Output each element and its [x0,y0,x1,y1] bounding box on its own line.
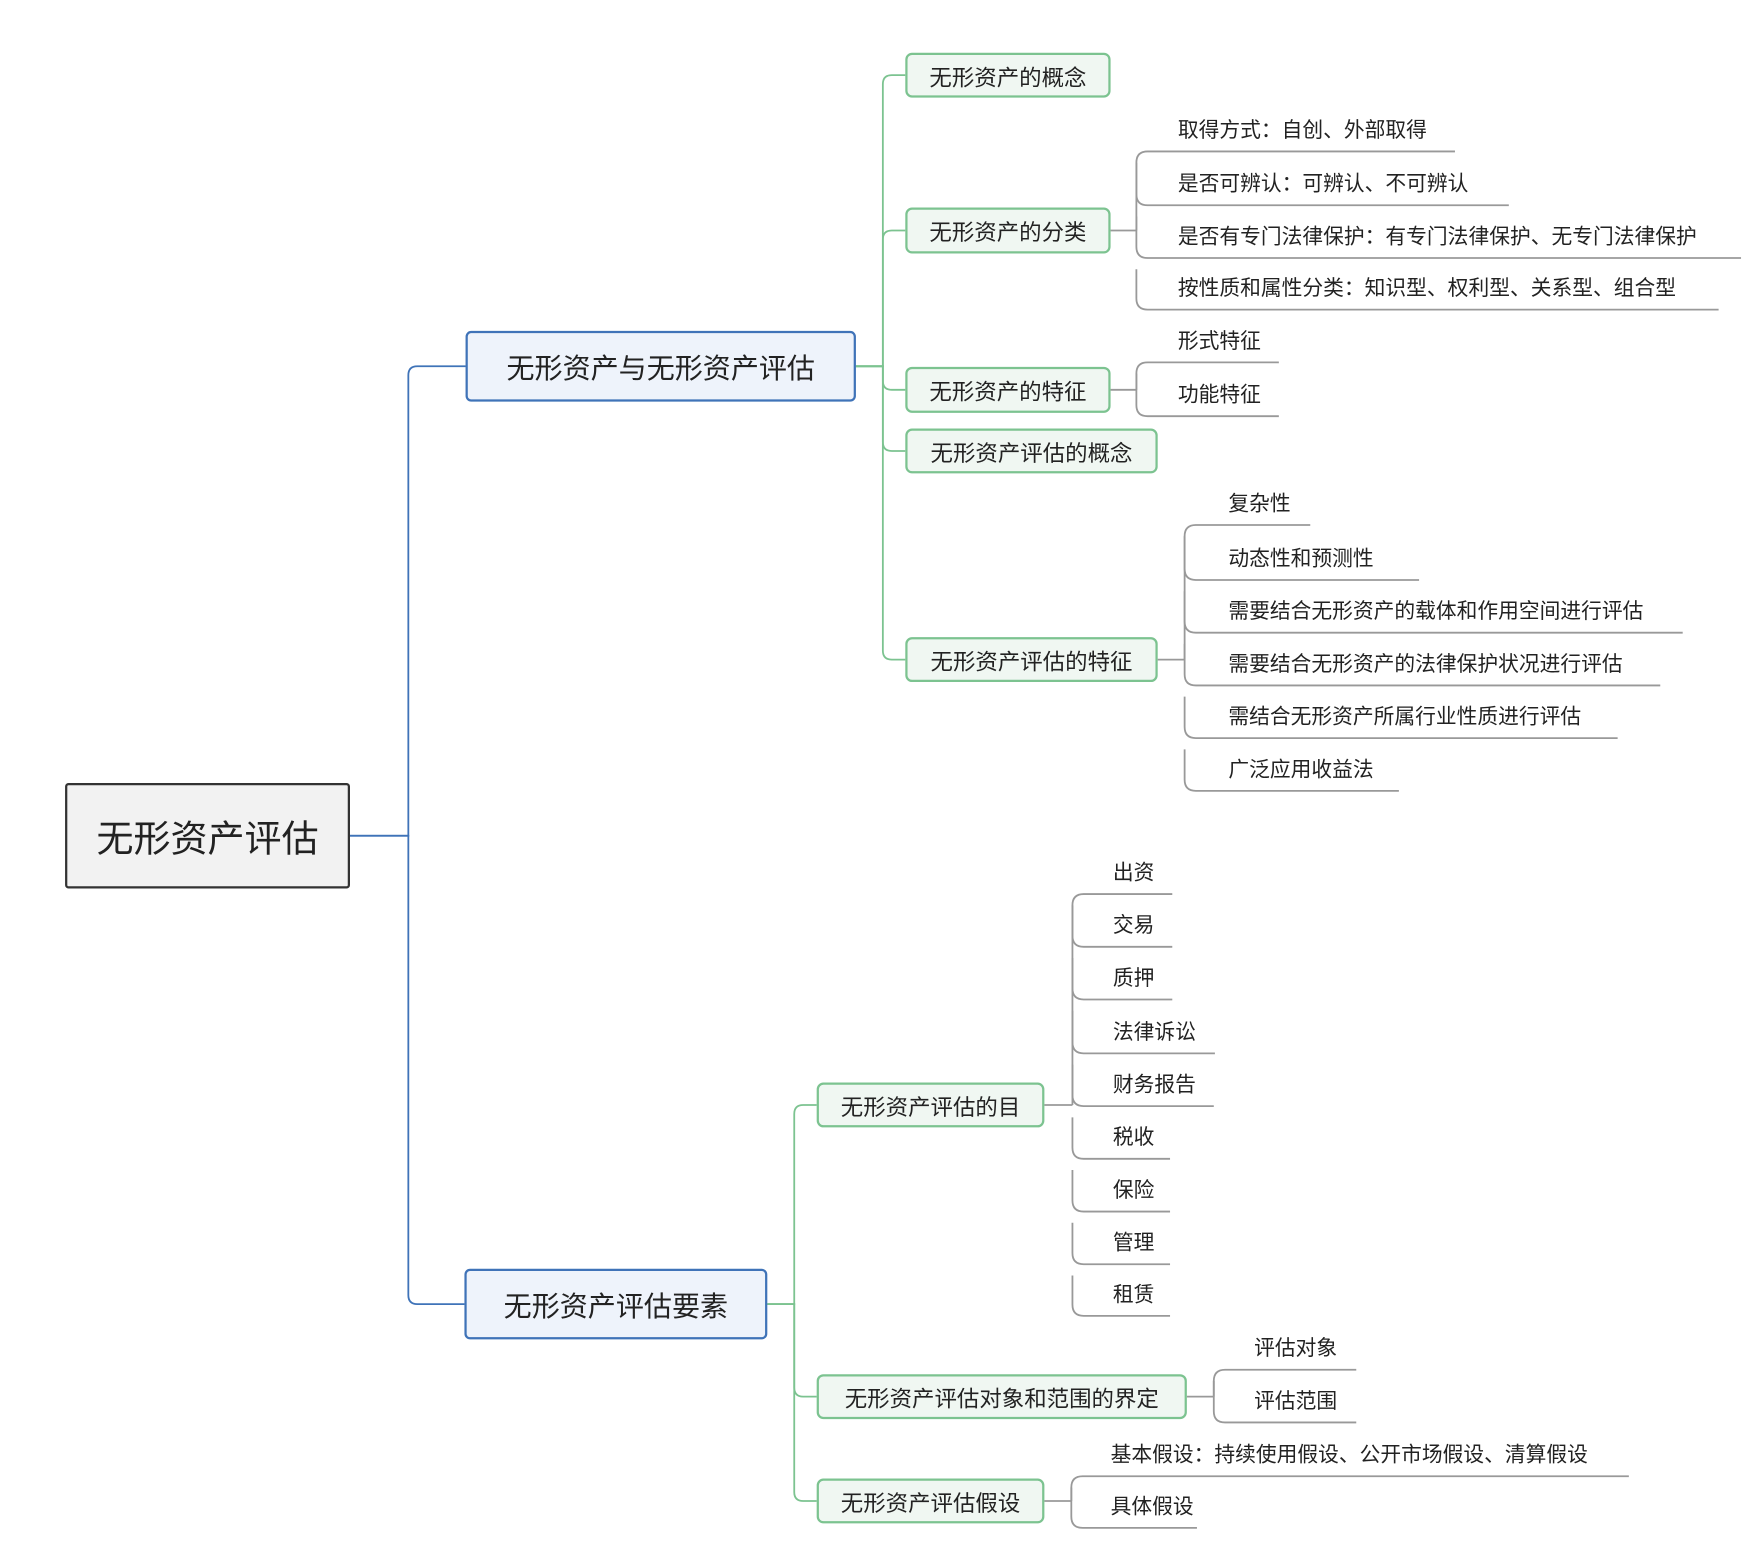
leaf-underline [1212,1380,1357,1424]
topic-connector [855,74,906,368]
topic-connector [855,229,906,368]
topic-connector [767,1303,817,1502]
leaf-underline [1071,1064,1214,1107]
leaf-underline [1183,524,1311,660]
leaf-topic[interactable]: 评估范围 [1254,1389,1338,1414]
topic-connector [855,365,906,391]
leaf-topic[interactable]: 是否可辨认：可辨认、不可辨认 [1177,172,1469,197]
leaf-underline [1183,749,1399,792]
leaf-topic[interactable]: 广泛应用收益法 [1228,758,1374,782]
leaf-underline [1183,536,1420,581]
branch-connector [350,365,466,837]
leaf-underline [1183,591,1683,634]
subtopic[interactable]: 无形资产评估的目 [816,1082,1045,1128]
leaf-topic[interactable]: 质押 [1112,966,1155,991]
leaf-topic[interactable]: 租赁 [1112,1283,1155,1307]
leaf-topic[interactable]: 出资 [1112,861,1155,886]
topic-connector [767,1104,817,1305]
topic-connector [855,365,906,661]
subtopic[interactable]: 无形资产评估假设 [816,1478,1045,1524]
leaf-topic[interactable]: 形式特征 [1177,329,1261,354]
leaf-topic[interactable]: 需结合无形资产所属行业性质进行评估 [1228,705,1582,730]
leaf-underline [1135,162,1509,207]
leaf-underline [1071,1010,1215,1055]
leaf-topic[interactable]: 保险 [1112,1179,1155,1203]
leaf-underline [1070,1475,1629,1501]
topic-connector [855,365,906,452]
leaf-underline [1070,1487,1197,1529]
subtopic[interactable]: 无形资产评估的特征 [905,637,1158,683]
leaf-underline [1071,1275,1171,1317]
leaf-underline [1071,1170,1171,1213]
leaf-underline [1071,893,1173,1105]
leaf-underline [1071,1117,1171,1160]
leaf-underline [1135,269,1719,311]
leaf-topic[interactable]: 功能特征 [1177,383,1261,408]
leaf-underline [1071,905,1173,948]
topic-connector [767,1303,817,1398]
branch-topic[interactable]: 无形资产与无形资产评估 [465,330,856,402]
leaf-topic[interactable]: 评估对象 [1254,1337,1338,1361]
leaf-topic[interactable]: 动态性和预测性 [1228,547,1374,571]
root-topic[interactable]: 无形资产评估 [65,783,351,889]
leaf-underline [1135,373,1279,418]
leaf-underline [1212,1368,1357,1397]
leaf-topic[interactable]: 税收 [1112,1126,1155,1150]
leaf-topic[interactable]: 管理 [1112,1231,1155,1256]
subtopic[interactable]: 无形资产评估的概念 [905,428,1158,474]
leaf-topic[interactable]: 需要结合无形资产的载体和作用空间进行评估 [1228,600,1644,624]
branch-topic[interactable]: 无形资产评估要素 [464,1268,768,1340]
subtopic[interactable]: 无形资产的分类 [905,207,1111,254]
leaf-underline [1071,958,1173,1001]
leaf-topic[interactable]: 具体假设 [1110,1495,1194,1519]
leaf-topic[interactable]: 复杂性 [1228,492,1291,517]
leaf-topic[interactable]: 财务报告 [1112,1073,1196,1098]
subtopic[interactable]: 无形资产的特征 [905,366,1111,413]
leaf-underline [1135,150,1455,231]
leaf-topic[interactable]: 是否有专门法律保护：有专门法律保护、无专门法律保护 [1177,225,1697,250]
leaf-underline [1183,696,1618,740]
leaf-topic[interactable]: 取得方式：自创、外部取得 [1177,118,1427,143]
leaf-topic[interactable]: 基本假设：持续使用假设、公开市场假设、清算假设 [1110,1443,1588,1468]
subtopic[interactable]: 无形资产评估对象和范围的界定 [816,1374,1187,1420]
leaf-topic[interactable]: 需要结合无形资产的法律保护状况进行评估 [1228,652,1623,677]
branch-connector [350,834,465,1305]
leaf-underline [1183,643,1661,687]
leaf-topic[interactable]: 交易 [1112,914,1155,938]
leaf-topic[interactable]: 按性质和属性分类：知识型、权利型、关系型、组合型 [1177,277,1676,301]
leaf-underline [1135,216,1742,259]
leaf-underline [1135,361,1279,390]
leaf-underline [1071,1222,1171,1266]
leaf-topic[interactable]: 法律诉讼 [1112,1020,1196,1045]
subtopic[interactable]: 无形资产的概念 [905,52,1111,98]
